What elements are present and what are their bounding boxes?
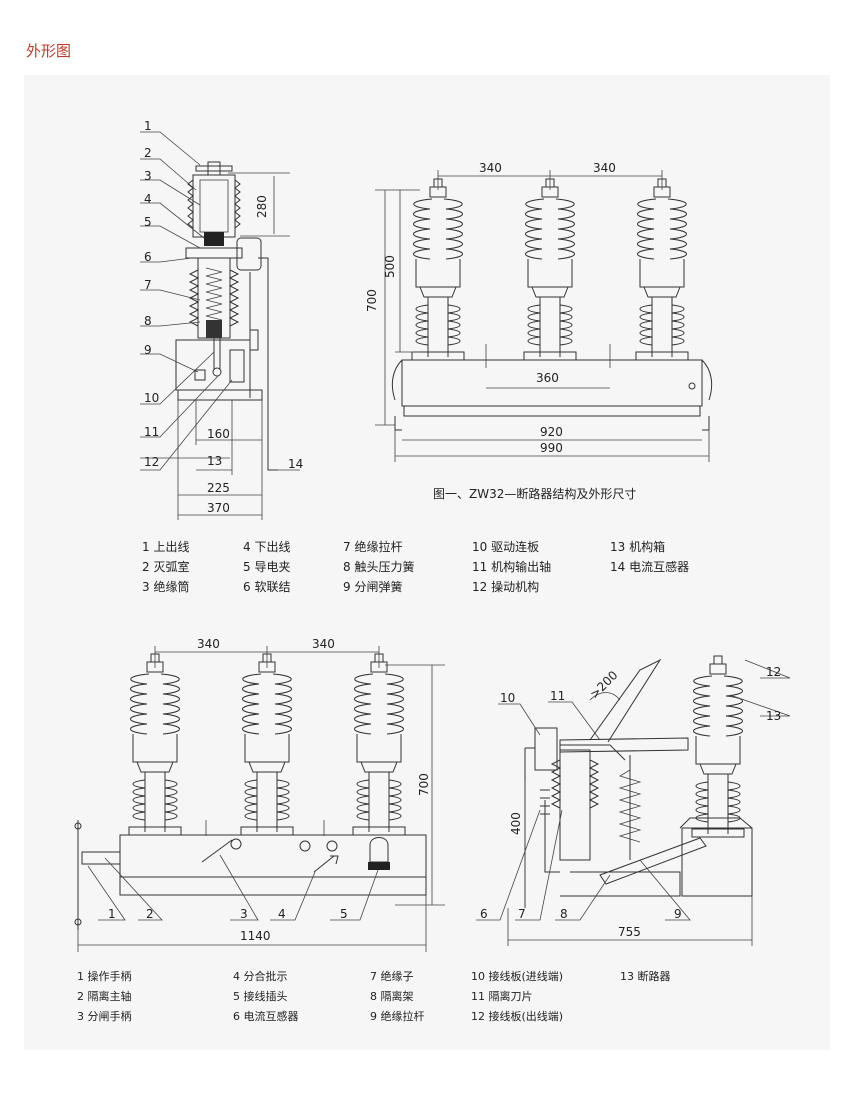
legend-item: 13 机构箱 xyxy=(610,540,666,554)
fig2-dim-400: 400 xyxy=(509,812,523,835)
legend-item: 8 触头压力簧 xyxy=(343,560,415,574)
fig2-dim-755: 755 xyxy=(618,925,641,939)
legend-item: 2 灭弧室 xyxy=(142,560,190,574)
dim-side-225: 225 xyxy=(207,481,230,495)
legend-item: 11 隔离刀片 xyxy=(471,990,533,1003)
legend-item: 10 接线板(进线端) xyxy=(471,970,564,983)
legend-item: 13 断路器 xyxy=(620,970,671,983)
dim-front-500: 500 xyxy=(383,255,397,278)
legend-item: 11 机构输出轴 xyxy=(472,560,552,574)
page-title: 外形图 xyxy=(26,42,72,60)
callout-14: 14 xyxy=(288,457,303,471)
callout-2: 2 xyxy=(144,146,152,160)
legend-item: 10 驱动连板 xyxy=(472,540,540,554)
legend-item: 12 操动机构 xyxy=(472,580,540,594)
callout-12: 12 xyxy=(144,455,159,469)
fig2-front-callout-3: 3 xyxy=(240,907,248,921)
legend-item: 3 绝缘筒 xyxy=(142,580,190,594)
dim-front-990: 990 xyxy=(540,441,563,455)
fig2-side-callout-7: 7 xyxy=(518,907,526,921)
fig2-side-callout-13: 13 xyxy=(766,709,781,723)
fig2-dim-1140: 1140 xyxy=(240,929,271,943)
legend-item: 6 软联结 xyxy=(243,580,291,594)
callout-9: 9 xyxy=(144,343,152,357)
legend-item: 9 绝缘拉杆 xyxy=(370,1010,425,1023)
fig2-dim-700: 700 xyxy=(417,773,431,796)
legend-item: 12 接线板(出线端) xyxy=(471,1010,564,1023)
legend-item: 14 电流互感器 xyxy=(610,560,690,574)
dim-front-700: 700 xyxy=(365,289,379,312)
callout-4: 4 xyxy=(144,192,152,206)
fig2-dim-200: >200 xyxy=(587,668,620,701)
callout-3: 3 xyxy=(144,169,152,183)
figure2-front-view: 340 340 700 1140 1 2 3 4 5 xyxy=(74,637,445,952)
legend-item: 7 绝缘子 xyxy=(370,970,414,983)
figure1-caption: 图一、ZW32—断路器结构及外形尺寸 xyxy=(433,487,637,501)
drawing-panel xyxy=(24,75,830,1050)
dim-front-340a: 340 xyxy=(479,161,502,175)
legend-item: 9 分闸弹簧 xyxy=(343,580,403,594)
callout-1: 1 xyxy=(144,119,152,133)
fig2-side-callout-8: 8 xyxy=(560,907,568,921)
dim-front-920: 920 xyxy=(540,425,563,439)
callout-10: 10 xyxy=(144,391,159,405)
legend-item: 2 隔离主轴 xyxy=(77,990,132,1003)
legend-item: 4 下出线 xyxy=(243,540,291,554)
legend-item: 7 绝缘拉杆 xyxy=(343,540,403,554)
legend-item: 1 操作手柄 xyxy=(77,970,132,983)
figure2-side-view: >200 400 755 10 11 12 13 6 7 8 9 xyxy=(476,655,791,946)
figure1-front-view: 340 340 700 500 360 920 990 xyxy=(365,161,713,462)
fig2-side-callout-12: 12 xyxy=(766,665,781,679)
fig2-dim-340b: 340 xyxy=(312,637,335,651)
dim-side-160: 160 xyxy=(207,427,230,441)
figure1-side-view: 280 160 225 370 1 2 3 4 5 6 7 8 9 10 11 … xyxy=(140,119,303,520)
fig2-side-callout-9: 9 xyxy=(674,907,682,921)
dim-front-340b: 340 xyxy=(593,161,616,175)
dim-side-280: 280 xyxy=(255,195,269,218)
callout-8: 8 xyxy=(144,314,152,328)
fig2-front-callout-1: 1 xyxy=(108,907,116,921)
fig2-side-callout-10: 10 xyxy=(500,691,515,705)
callout-6: 6 xyxy=(144,250,152,264)
fig2-side-callout-6: 6 xyxy=(480,907,488,921)
fig2-side-callout-11: 11 xyxy=(550,689,565,703)
legend-item: 6 电流互感器 xyxy=(233,1010,299,1023)
callout-5: 5 xyxy=(144,215,152,229)
legend-item: 8 隔离架 xyxy=(370,990,414,1003)
legend-item: 1 上出线 xyxy=(142,540,190,554)
legend-item: 4 分合批示 xyxy=(233,970,288,983)
dim-side-370: 370 xyxy=(207,501,230,515)
fig2-dim-340a: 340 xyxy=(197,637,220,651)
fig2-front-callout-2: 2 xyxy=(146,907,154,921)
dim-front-360: 360 xyxy=(536,371,559,385)
callout-11: 11 xyxy=(144,425,159,439)
legend-item: 3 分闸手柄 xyxy=(77,1010,132,1023)
legend-item: 5 接线插头 xyxy=(233,990,288,1003)
callout-7: 7 xyxy=(144,278,152,292)
callout-13: 13 xyxy=(207,454,222,468)
fig2-front-callout-5: 5 xyxy=(340,907,348,921)
legend-item: 5 导电夹 xyxy=(243,560,291,574)
fig2-front-callout-4: 4 xyxy=(278,907,286,921)
